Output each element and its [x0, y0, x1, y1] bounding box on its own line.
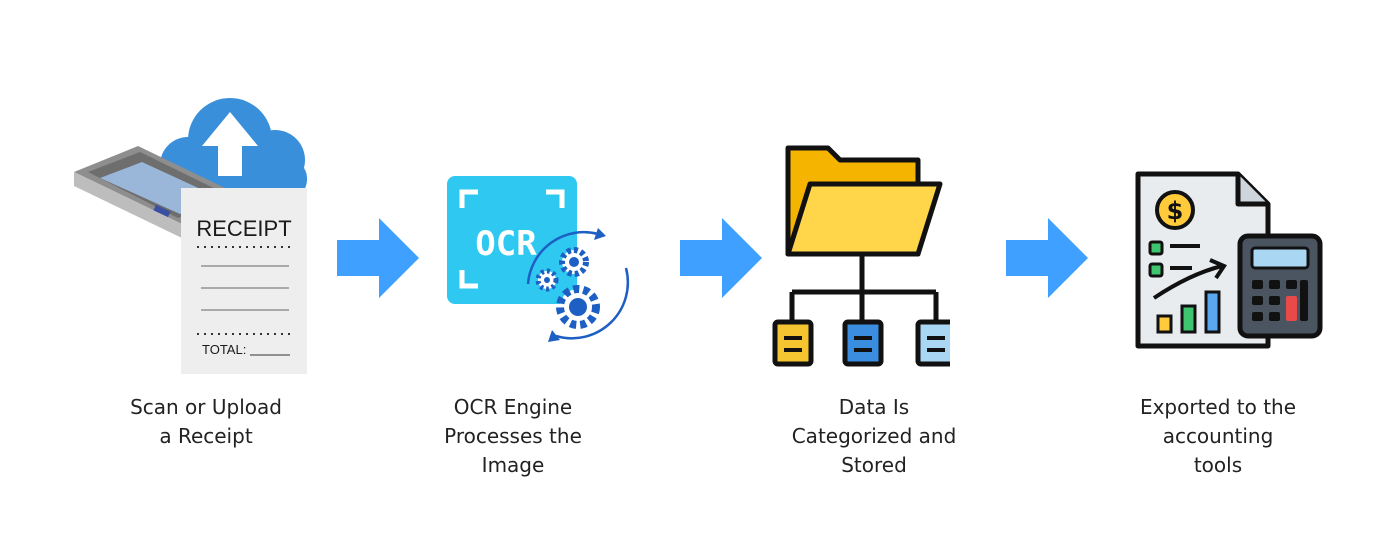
dollar-icon: $: [1167, 197, 1184, 225]
file-blue-icon: [842, 319, 884, 367]
refresh-arrows-icon: [526, 228, 630, 342]
report-calculator-icon: $: [1135, 171, 1323, 349]
ocr-label: OCR: [475, 224, 537, 264]
folder-hierarchy-icon: [772, 145, 950, 367]
report-document-icon: $: [1135, 171, 1271, 349]
receipt-total-label: TOTAL:: [202, 342, 246, 357]
step-caption: OCR Engine Processes the Image: [444, 395, 582, 477]
right-arrow-icon: [680, 218, 762, 298]
gear-icon: [535, 247, 600, 329]
file-yellow-icon: [772, 319, 814, 367]
calculator-icon: [1237, 233, 1323, 339]
ocr-gears-icon: OCR: [447, 176, 630, 342]
step-caption: Data Is Categorized and Stored: [791, 395, 957, 477]
scanner-receipt-upload-icon: RECEIPT TOTAL:: [74, 98, 307, 374]
right-arrow-icon: [1006, 218, 1088, 298]
file-lightblue-icon: [915, 319, 950, 367]
step-caption: Scan or Upload a Receipt: [130, 395, 282, 448]
receipt-icon: RECEIPT TOTAL:: [181, 188, 307, 374]
receipt-title: RECEIPT: [196, 216, 291, 241]
folder-icon: [785, 145, 943, 257]
step-caption: Exported to the accounting tools: [1139, 395, 1297, 477]
right-arrow-icon: [337, 218, 419, 298]
